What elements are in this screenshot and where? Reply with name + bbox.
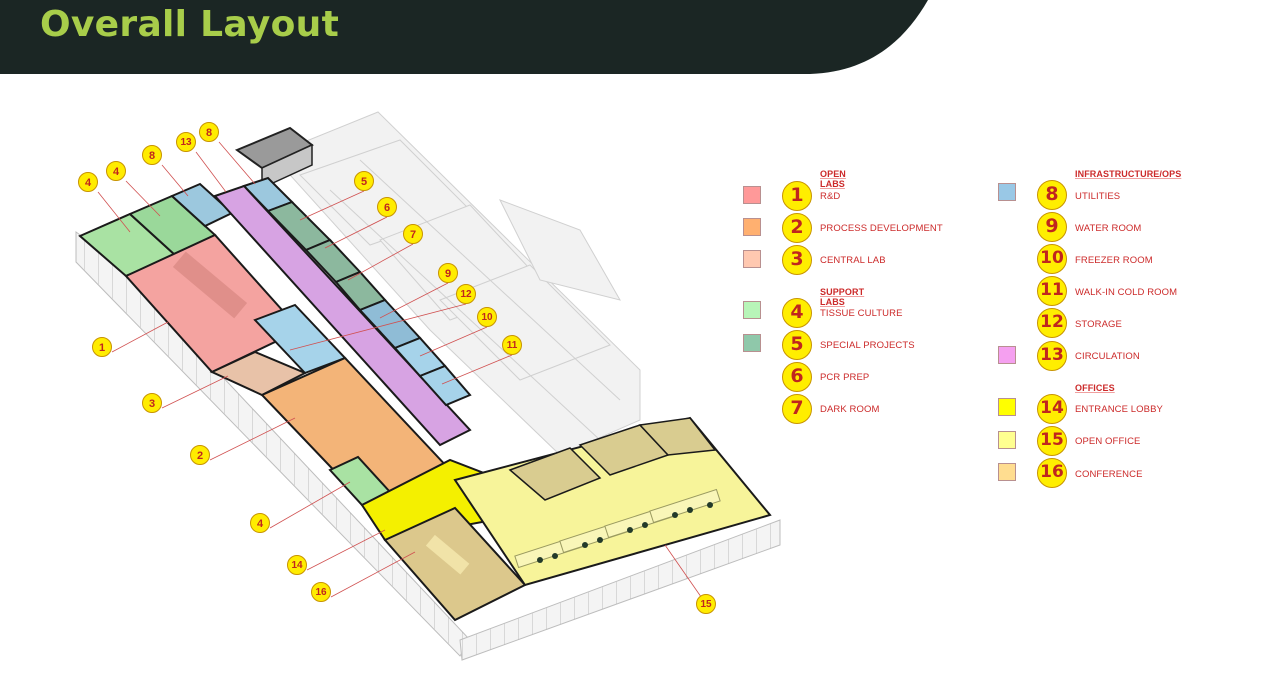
legend-group-title-support-labs: SUPPORT LABS [820,287,865,307]
zone-circulation [213,184,472,447]
legend-swatch-conference [998,463,1016,481]
page-title: Overall Layout [40,4,340,45]
callout-badge: 8 [199,122,219,142]
legend-swatch-circulation [998,346,1016,364]
legend-badge: 7 [782,394,812,424]
callout-badge: 4 [78,172,98,192]
callout-badge: 4 [250,513,270,533]
callout-badge: 16 [311,582,331,602]
legend-badge: 10 [1037,244,1067,274]
zone-open-office [453,416,772,587]
legend-badge: 5 [782,330,812,360]
legend-label-dark-room: DARK ROOM [820,404,880,415]
legend-badge: 15 [1037,426,1067,456]
zone-central-lab [209,350,308,397]
legend-badge: 11 [1037,276,1067,306]
legend-label-tissue-culture: TISSUE CULTURE [820,308,903,319]
legend-label-conference: CONFERENCE [1075,469,1143,480]
legend-label-process-development: PROCESS DEVELOPMENT [820,223,943,234]
callout-badge: 14 [287,555,307,575]
legend-label-circulation: CIRCULATION [1075,351,1140,362]
legend-badge: 1 [782,181,812,211]
callout-badge: 12 [456,284,476,304]
legend-badge: 13 [1037,341,1067,371]
legend-label-central-lab: CENTRAL LAB [820,255,886,266]
legend-label-walk-in-cold-room: WALK-IN COLD ROOM [1075,287,1178,298]
callout-badge: 8 [142,145,162,165]
callout-badge: 10 [477,307,497,327]
legend-label-open-office: OPEN OFFICE [1075,436,1141,447]
legend-badge: 14 [1037,394,1067,424]
callout-leader-lines [97,141,707,605]
legend-badge: 9 [1037,212,1067,242]
callout-badge: 4 [106,161,126,181]
isometric-floor-plan [75,111,781,661]
legend-group-title-open-labs: OPEN LABS [820,169,846,189]
zone-support-labs-strip [266,200,387,312]
legend-swatch-entrance-lobby [998,398,1016,416]
callout-badge: 13 [176,132,196,152]
legend-label-rnd: R&D [820,191,841,202]
header-banner: Overall Layout [0,0,1275,75]
legend-label-storage: STORAGE [1075,319,1122,330]
callout-badge: 3 [142,393,162,413]
legend-badge: 12 [1037,308,1067,338]
callout-badge: 1 [92,337,112,357]
legend-group-title-offices: OFFICES [1075,383,1115,393]
legend-label-water-room: WATER ROOM [1075,223,1142,234]
legend-swatch-process-development [743,218,761,236]
callout-badge: 6 [377,197,397,217]
legend-badge: 2 [782,213,812,243]
plan-callouts: 4 4 8 13 8 5 6 7 9 12 10 11 1 3 2 4 14 1… [78,122,716,614]
legend-swatch-central-lab [743,250,761,268]
callout-badge: 7 [403,224,423,244]
legend-badge: 4 [782,298,812,328]
callout-badge: 15 [696,594,716,614]
legend-swatch-rnd [743,186,761,204]
callout-badge: 11 [502,335,522,355]
header-background [0,0,928,74]
legend-label-special-projects: SPECIAL PROJECTS [820,340,915,351]
callout-badge: 2 [190,445,210,465]
legend-badge: 8 [1037,180,1067,210]
legend-badge: 16 [1037,458,1067,488]
callout-badge: 9 [438,263,458,283]
legend-label-entrance-lobby: ENTRANCE LOBBY [1075,404,1163,415]
legend-badge: 3 [782,245,812,275]
legend-swatch-utilities [998,183,1016,201]
legend-label-utilities: UTILITIES [1075,191,1121,202]
legend-label-pcr-prep: PCR PREP [820,372,870,383]
legend-label-freezer-room: FREEZER ROOM [1075,255,1153,266]
legend-swatch-special-projects [743,334,761,352]
legend-badge: 6 [782,362,812,392]
legend-group-title-infrastructure: INFRASTRUCTURE/OPS [1075,169,1182,179]
callout-badge: 5 [354,171,374,191]
legend-swatch-tissue-culture [743,301,761,319]
legend-swatch-open-office [998,431,1016,449]
